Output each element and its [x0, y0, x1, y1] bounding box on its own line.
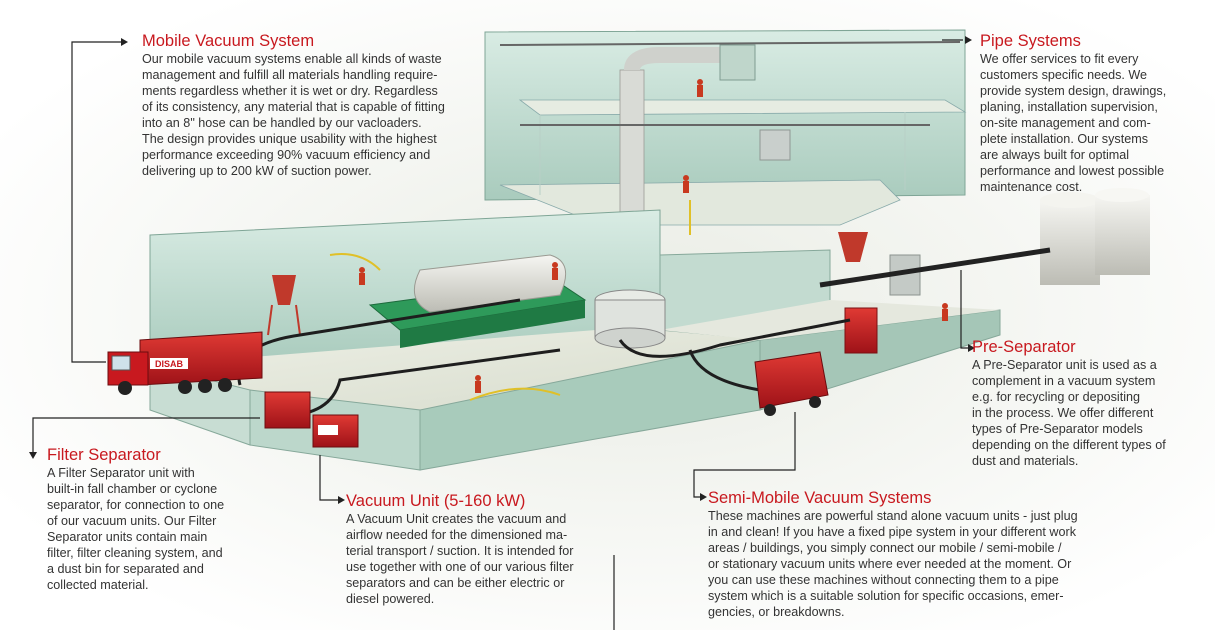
round-silo-bin	[594, 289, 666, 349]
callout-body: These machines are powerful stand alone …	[708, 509, 1078, 619]
callout-body: We offer services to fit every customers…	[980, 52, 1167, 194]
callout-mobile-vacuum-system: Mobile Vacuum System Our mobile vacuum s…	[142, 32, 472, 179]
conveyor-dryer	[368, 254, 587, 348]
upper-tower-building	[484, 29, 967, 241]
pre-separator-unit	[819, 232, 1051, 354]
callout-semi-mobile-vacuum-systems: Semi-Mobile Vacuum Systems These machine…	[708, 489, 1128, 620]
callout-vacuum-unit: Vacuum Unit (5-160 kW) A Vacuum Unit cre…	[346, 492, 606, 607]
callout-title: Pipe Systems	[980, 32, 1081, 50]
silo-tanks	[1040, 188, 1150, 285]
callout-body: Our mobile vacuum systems enable all kin…	[142, 52, 445, 178]
vacuum-truck: DISAB	[107, 331, 263, 395]
callout-body: A Filter Separator unit with built-in fa…	[47, 466, 225, 592]
callout-filter-separator: Filter Separator A Filter Separator unit…	[47, 446, 277, 593]
callout-pipe-systems: Pipe Systems We offer services to fit ev…	[980, 32, 1212, 195]
callout-pre-separator: Pre-Separator A Pre-Separator unit is us…	[972, 338, 1212, 469]
callout-body: A Vacuum Unit creates the vacuum and air…	[346, 512, 574, 606]
workers	[359, 79, 948, 393]
leader-lines	[32, 39, 968, 630]
callout-body: A Pre-Separator unit is used as a comple…	[972, 358, 1166, 468]
callout-title: Mobile Vacuum System	[142, 32, 315, 50]
truck-brand-text: DISAB	[155, 359, 184, 369]
semi-mobile-trailer	[754, 351, 829, 416]
cyclone-separator-left	[267, 275, 301, 336]
filter-separator-unit	[264, 391, 359, 448]
callout-title: Pre-Separator	[972, 338, 1076, 356]
callout-title: Filter Separator	[47, 446, 161, 464]
callout-title: Vacuum Unit (5-160 kW)	[346, 492, 526, 510]
callout-title: Semi-Mobile Vacuum Systems	[708, 489, 932, 507]
